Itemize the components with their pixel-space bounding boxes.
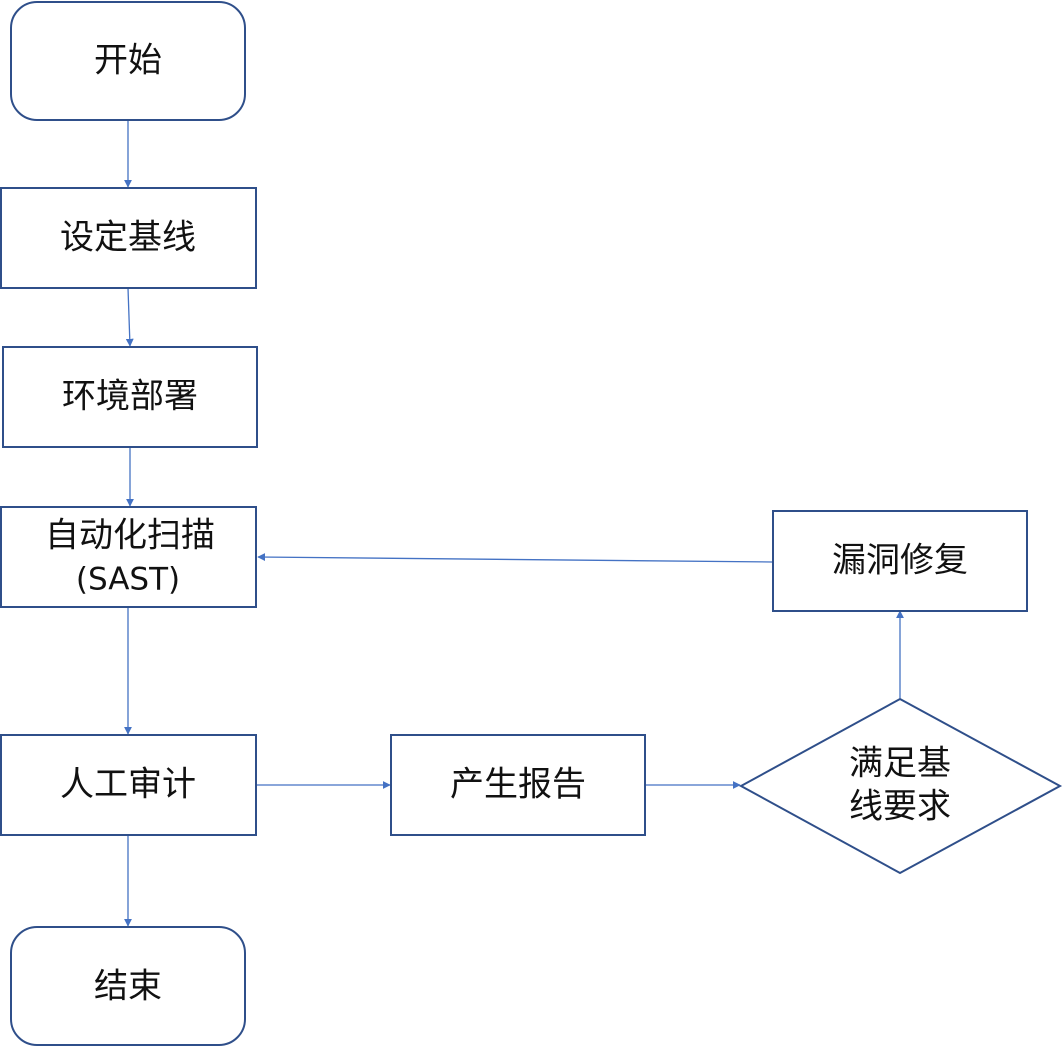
node-set-baseline: 设定基线	[0, 187, 257, 289]
node-start: 开始	[10, 1, 246, 121]
node-start-label: 开始	[94, 41, 162, 81]
node-vulnerability-fix: 漏洞修复	[772, 510, 1028, 612]
node-manual-audit-label: 人工审计	[60, 765, 196, 805]
node-environment-deploy: 环境部署	[2, 346, 258, 448]
node-generate-report: 产生报告	[390, 734, 646, 836]
node-set-baseline-label: 设定基线	[60, 218, 196, 258]
edge-baseline-to-deploy	[125, 287, 134, 347]
node-automated-scan-line1: 自动化扫描	[45, 516, 215, 556]
node-automated-scan: 自动化扫描 (SAST)	[0, 506, 257, 608]
node-environment-deploy-label: 环境部署	[62, 377, 198, 417]
node-vulnerability-fix-label: 漏洞修复	[832, 541, 968, 581]
node-generate-report-label: 产生报告	[450, 765, 586, 805]
node-end-label: 结束	[94, 967, 162, 1007]
node-decision: 满足基 线要求	[738, 697, 1063, 875]
node-decision-line2: 线要求	[849, 787, 951, 827]
node-automated-scan-line2: (SAST)	[76, 562, 180, 598]
edge-fix-to-scan	[257, 553, 773, 563]
node-decision-line1: 满足基	[849, 744, 951, 784]
node-end: 结束	[10, 926, 246, 1046]
node-manual-audit: 人工审计	[0, 734, 257, 836]
